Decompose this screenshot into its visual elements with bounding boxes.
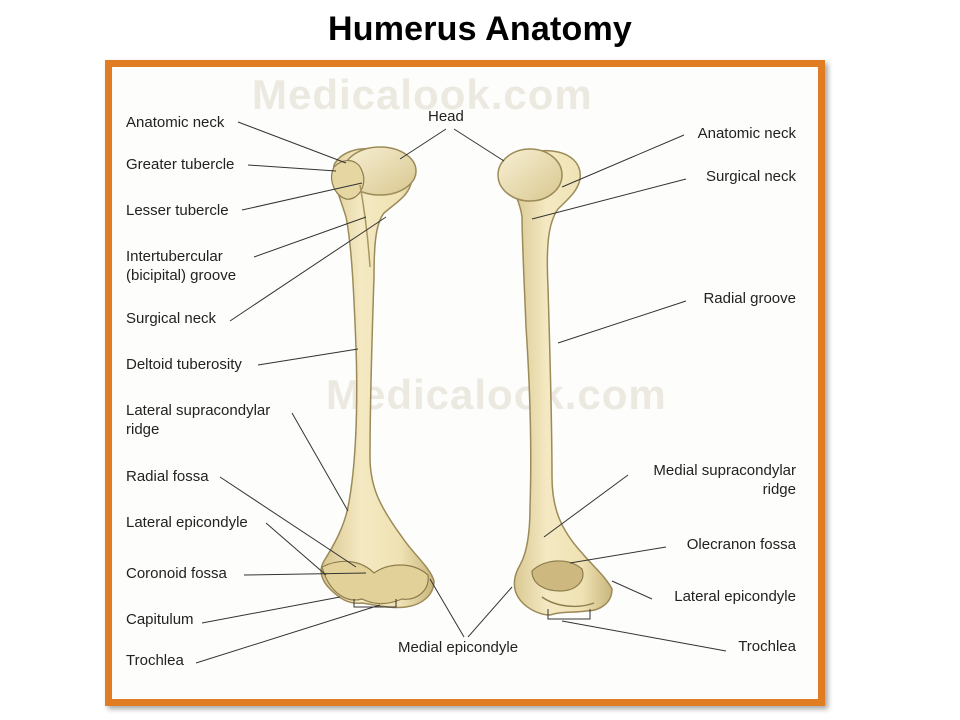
label-anatomic-neck-left: Anatomic neck bbox=[126, 114, 225, 131]
label-trochlea-right: Trochlea bbox=[738, 638, 796, 655]
leader-anatomic-neck-left bbox=[237, 121, 347, 164]
anterior-groove bbox=[359, 184, 371, 268]
anterior-bone-body bbox=[320, 147, 435, 609]
label-surgical-neck-left: Surgical neck bbox=[126, 310, 217, 327]
bracket-right bbox=[547, 609, 591, 620]
humerus-posterior bbox=[497, 148, 613, 616]
label-lateral-supracondylar-line1: Lateral supracondylar bbox=[126, 402, 271, 419]
leader-head bbox=[399, 128, 505, 162]
leader-surgical-neck-left bbox=[229, 216, 387, 322]
label-head: Head bbox=[428, 108, 464, 125]
leader-radial-groove bbox=[557, 300, 687, 344]
leader-capitulum bbox=[201, 596, 341, 624]
label-lateral-epicondyle-left: Lateral epicondyle bbox=[126, 514, 248, 531]
label-medial-supracondylar-line2: ridge bbox=[762, 481, 796, 498]
label-intertubercular-line2: (bicipital) groove bbox=[126, 267, 237, 284]
label-coronoid-fossa: Coronoid fossa bbox=[126, 565, 227, 582]
posterior-trochlea bbox=[541, 596, 595, 608]
leader-trochlea-right bbox=[561, 620, 727, 652]
leader-lines bbox=[195, 121, 727, 664]
label-surgical-neck-right: Surgical neck bbox=[705, 168, 796, 185]
label-trochlea-left: Trochlea bbox=[126, 652, 184, 669]
leader-intertubercular bbox=[253, 216, 367, 258]
posterior-bone-body bbox=[511, 149, 613, 616]
posterior-olecranon-fossa bbox=[531, 560, 584, 592]
label-lateral-supracondylar-line2: ridge bbox=[126, 421, 160, 438]
leader-anatomic-neck-right bbox=[561, 134, 685, 188]
label-olecranon-fossa: Olecranon fossa bbox=[686, 536, 796, 553]
label-radial-fossa: Radial fossa bbox=[126, 468, 209, 485]
leader-medial-supracondylar bbox=[543, 474, 629, 538]
label-radial-groove: Radial groove bbox=[703, 290, 796, 307]
label-medial-epicondyle: Medial epicondyle bbox=[398, 639, 519, 656]
leader-trochlea-left bbox=[195, 604, 381, 664]
diagram-frame: Medicalook.com Medicalook.com bbox=[105, 60, 825, 706]
leader-lateral-epicondyle-right bbox=[611, 580, 653, 600]
leader-lesser-tubercle bbox=[241, 182, 363, 211]
label-anatomic-neck-right: Anatomic neck bbox=[697, 125, 796, 142]
label-deltoid-tuberosity: Deltoid tuberosity bbox=[126, 356, 242, 373]
leader-olecranon-fossa bbox=[569, 546, 667, 564]
leader-coronoid-fossa bbox=[243, 572, 367, 576]
leader-deltoid-tuberosity bbox=[257, 348, 359, 366]
humerus-anterior bbox=[320, 146, 435, 609]
label-intertubercular-line1: Intertubercular bbox=[126, 248, 223, 265]
leader-greater-tubercle bbox=[247, 164, 337, 172]
watermark-top: Medicalook.com bbox=[252, 71, 593, 118]
label-lesser-tubercle: Lesser tubercle bbox=[126, 202, 229, 219]
leader-radial-fossa bbox=[219, 476, 357, 568]
page-title: Humerus Anatomy bbox=[327, 10, 633, 48]
leader-lateral-supracondylar bbox=[291, 412, 349, 512]
leader-lateral-epicondyle-left bbox=[265, 522, 327, 576]
bracket-left bbox=[353, 599, 397, 608]
humerus-illustration bbox=[195, 121, 727, 664]
leader-medial-epicondyle bbox=[429, 578, 513, 638]
label-lateral-epicondyle-right: Lateral epicondyle bbox=[674, 588, 796, 605]
leader-surgical-neck-right bbox=[531, 178, 687, 220]
posterior-head bbox=[497, 148, 563, 202]
label-greater-tubercle: Greater tubercle bbox=[126, 156, 235, 173]
anterior-tubercles bbox=[331, 160, 365, 200]
anterior-condyles bbox=[321, 560, 429, 605]
watermark-middle: Medicalook.com bbox=[326, 371, 667, 418]
label-medial-supracondylar-line1: Medial supracondylar bbox=[653, 462, 796, 479]
label-capitulum: Capitulum bbox=[126, 611, 194, 628]
